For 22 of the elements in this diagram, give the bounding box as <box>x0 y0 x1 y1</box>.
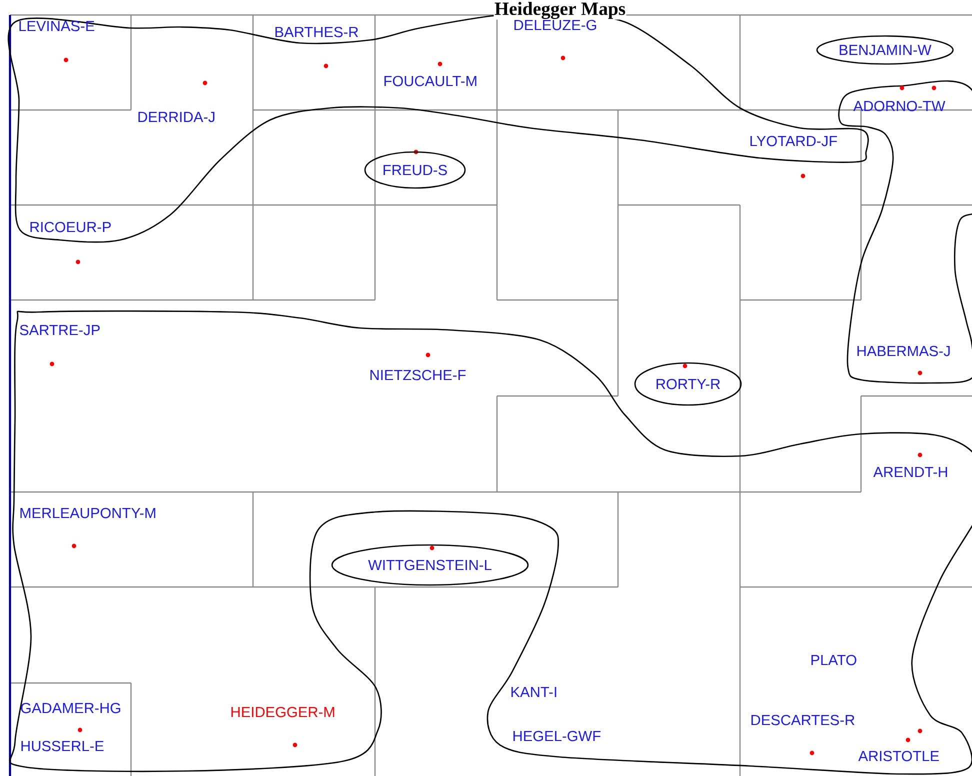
name-label: HEGEL-GWF <box>513 730 600 742</box>
name-label: ADORNO-TW <box>853 100 946 112</box>
name-label: HEIDEGGER-M <box>231 706 334 718</box>
name-label: ARENDT-H <box>873 466 948 478</box>
name-label: LEVINAS-E <box>19 20 94 32</box>
name-label: PLATO <box>811 654 856 666</box>
name-label: FOUCAULT-M <box>384 76 476 86</box>
name-label: DELEUZE-G <box>514 20 596 30</box>
name-label: MERLEAUPONTY-M <box>20 508 156 518</box>
name-label: DESCARTES-R <box>751 714 854 726</box>
name-label: ARISTOTLE <box>858 750 939 762</box>
name-label: HABERMAS-J <box>857 346 950 356</box>
name-label: NIETZSCHE-F <box>370 370 466 380</box>
name-label: KANT-I <box>511 686 556 698</box>
name-label: LYOTARD-JF <box>750 136 837 146</box>
name-label: DERRIDA-J <box>138 112 214 122</box>
name-label: HUSSERL-E <box>21 740 104 752</box>
title: Heidegger Maps <box>494 1 626 20</box>
name-label: RICOEUR-P <box>30 222 111 232</box>
name-label: SARTRE-JP <box>20 324 100 336</box>
name-label: GADAMER-HG <box>21 702 120 714</box>
name-label: BARTHES-R <box>275 26 358 38</box>
